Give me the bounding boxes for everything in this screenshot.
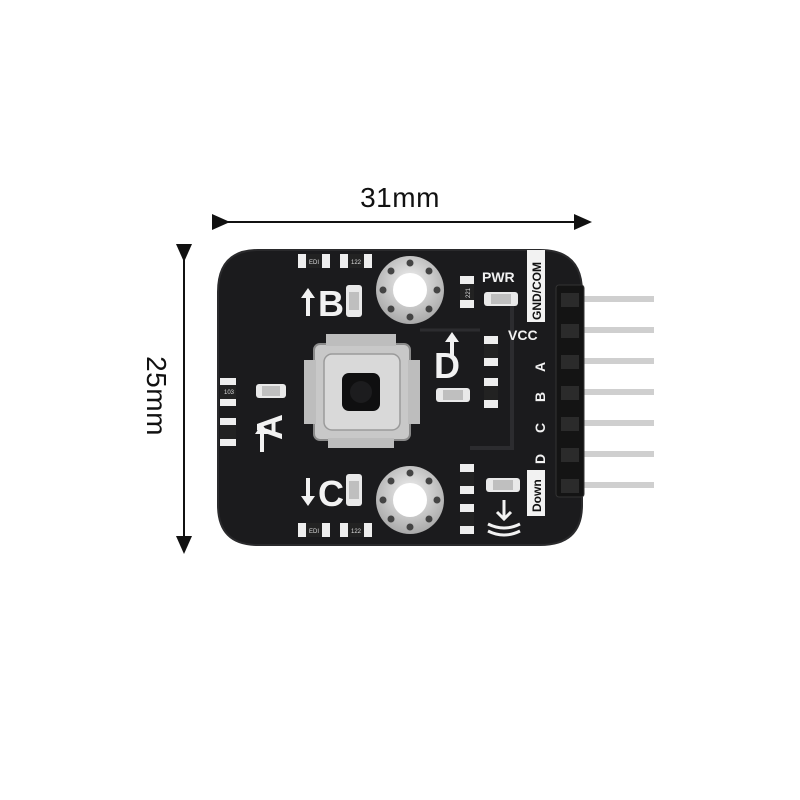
resistor-code-4: 103: [224, 390, 235, 396]
pin-label-b: B: [532, 392, 548, 402]
mounting-hole-top: [376, 256, 444, 324]
pin-label-c: C: [532, 423, 548, 433]
label-direction-a: A: [249, 414, 290, 440]
resistor-code-3: 221: [466, 287, 472, 298]
width-dimension-label: 31mm: [360, 182, 440, 213]
resistor-code-2: 122: [351, 260, 362, 266]
label-pwr: PWR: [482, 269, 515, 285]
label-direction-b: B: [318, 283, 344, 324]
label-vcc: VCC: [508, 327, 538, 343]
five-way-joystick-switch: [304, 334, 420, 448]
mounting-hole-bottom: [376, 466, 444, 534]
label-direction-c: C: [318, 473, 344, 514]
header-pins: [580, 296, 654, 488]
pin-label-d: D: [532, 454, 548, 464]
label-gnd-com: GND/COM: [530, 262, 544, 320]
label-down: Down: [530, 479, 544, 512]
resistor-code-6: EDI: [309, 529, 319, 535]
led-indicators: [256, 285, 520, 506]
pin-label-a: A: [532, 362, 548, 372]
resistor-code-1: EDI: [309, 260, 319, 266]
down-press-icon: [487, 500, 521, 537]
smd-components: [220, 254, 498, 537]
direction-arrows: [255, 288, 459, 506]
resistor-code-5: 122: [351, 529, 362, 535]
label-direction-d: D: [434, 345, 460, 386]
